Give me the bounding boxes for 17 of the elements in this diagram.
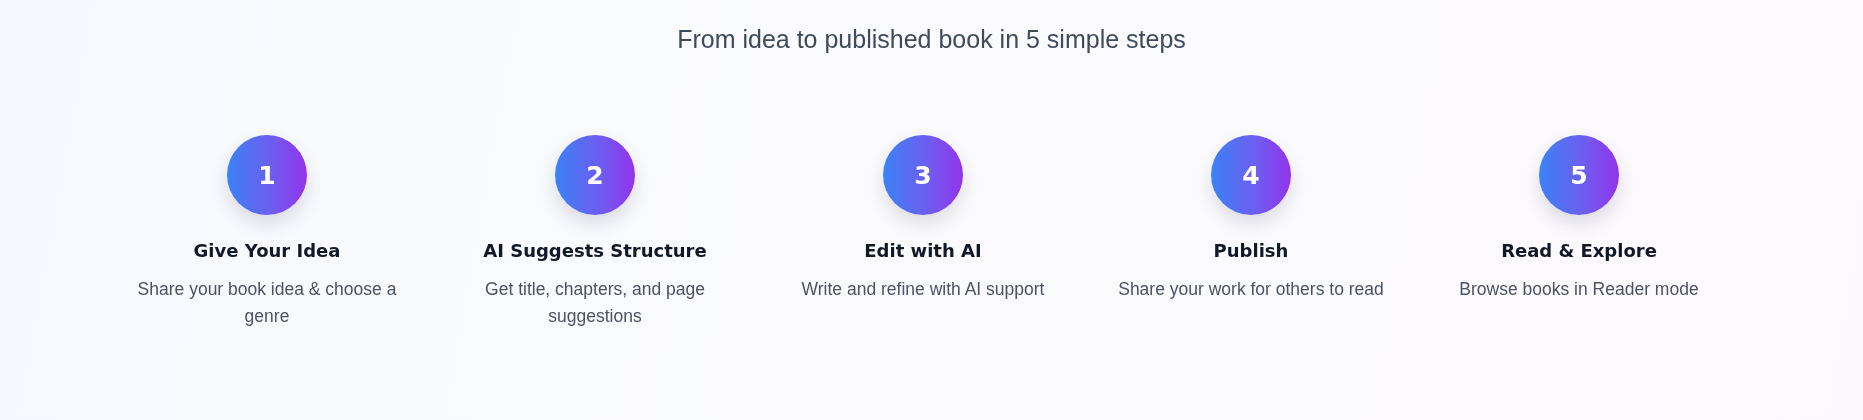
step-description: Share your work for others to read [1118, 277, 1384, 301]
step-heading: AI Suggests Structure [483, 240, 707, 263]
step-heading: Give Your Idea [193, 240, 341, 263]
step-circle [1211, 135, 1291, 215]
step-number: 3 [914, 162, 932, 188]
step-description: Write and refine with AI support [801, 277, 1045, 301]
step-heading: Publish [1213, 240, 1289, 263]
step-description: Share your book idea & choose a genre [136, 277, 398, 328]
step-description: Browse books in Reader mode [1459, 277, 1699, 301]
heading: From idea to published book in 5 simple steps [677, 25, 1186, 53]
step-number: 4 [1242, 162, 1260, 188]
step-number: 5 [1570, 162, 1588, 188]
step-heading: Read & Explore [1501, 240, 1657, 263]
step-number: 2 [586, 162, 604, 188]
step-number: 1 [258, 162, 276, 188]
step-description: Get title, chapters, and page suggestions [484, 277, 706, 328]
step-heading: Edit with AI [864, 240, 982, 263]
